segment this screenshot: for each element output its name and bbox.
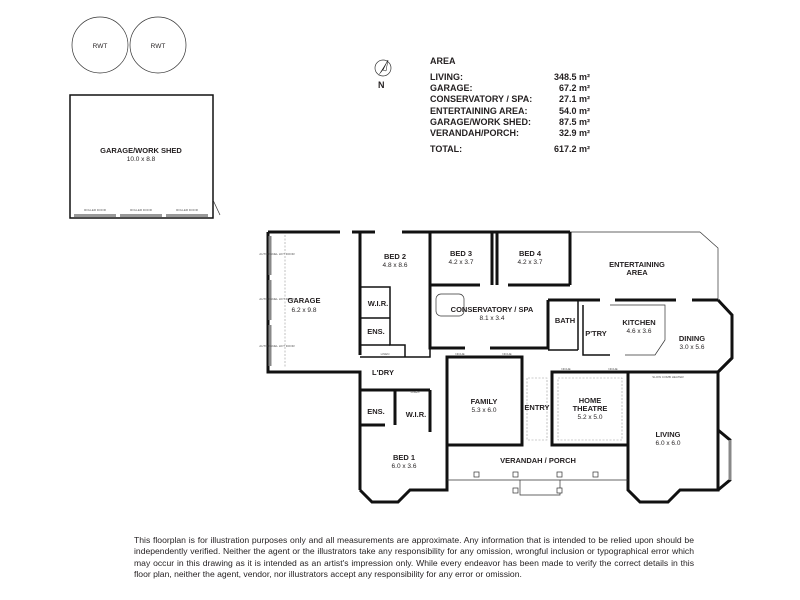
- door-label: AUTO PANEL LIFT DOOR: [259, 297, 295, 301]
- rainwater-tank: RWT: [71, 16, 129, 74]
- area-row: ENTERTAINING AREA: 54.0 m²: [430, 106, 590, 117]
- rainwater-tank: RWT: [129, 16, 187, 74]
- area-row: VERANDAH/PORCH: 32.9 m²: [430, 128, 590, 139]
- area-label: CONSERVATORY / SPA:: [430, 94, 533, 105]
- room-dims: 4.2 x 3.7: [449, 259, 474, 266]
- door-label: AUTO PANEL LIFT DOOR: [259, 344, 295, 348]
- area-label: GARAGE/WORK SHED:: [430, 116, 531, 127]
- door-label: ROLLER DOOR: [84, 208, 107, 212]
- area-total-row: TOTAL: 617.2 m²: [430, 144, 590, 155]
- room-home-theatre: HOME: [579, 396, 602, 405]
- room-dims: 8.1 x 3.4: [480, 315, 505, 322]
- area-value: 67.2 m²: [558, 83, 590, 94]
- linen-label: LINEN: [411, 390, 420, 394]
- room-dims: 4.6 x 3.6: [627, 328, 652, 335]
- tank-label: RWT: [151, 43, 166, 50]
- room-laundry: L'DRY: [372, 368, 394, 377]
- area-row: CONSERVATORY / SPA: 27.1 m²: [430, 94, 590, 105]
- room-dims: 6.2 x 9.8: [292, 307, 317, 314]
- room-dims: 5.2 x 5.0: [578, 414, 603, 421]
- room-dims: 5.3 x 6.0: [472, 407, 497, 414]
- area-value: 54.0 m²: [558, 105, 590, 116]
- room-living: LIVING: [655, 430, 680, 439]
- area-row: LIVING: 348.5 m²: [430, 72, 590, 83]
- area-row: GARAGE: 67.2 m²: [430, 83, 590, 94]
- room-home-theatre: THEATRE: [573, 404, 608, 413]
- room-conservatory: CONSERVATORY / SPA: [451, 305, 534, 314]
- room-bed2: BED 2: [384, 252, 406, 261]
- room-verandah: VERANDAH / PORCH: [500, 456, 576, 465]
- room-dims: 3.0 x 5.6: [680, 344, 705, 351]
- room-dims: 4.2 x 3.7: [518, 259, 543, 266]
- area-label: VERANDAH/PORCH:: [430, 127, 520, 138]
- house-walls: [266, 230, 734, 504]
- room-labels: GARAGE 6.2 x 9.8 BED 2 4.8 x 8.6 W.I.R. …: [288, 249, 706, 470]
- area-value: 27.1 m²: [558, 94, 590, 105]
- tank-label: RWT: [93, 43, 108, 50]
- room-name: GARAGE/WORK SHED: [100, 146, 182, 155]
- niche-label: NICHE: [608, 367, 617, 371]
- room-bath: BATH: [555, 316, 575, 325]
- area-total-value: 617.2 m²: [553, 144, 590, 155]
- room-entertaining: ENTERTAINING: [609, 260, 665, 269]
- room-dims: 4.8 x 8.6: [383, 262, 408, 269]
- room-dims: 10.0 x 8.8: [127, 156, 156, 163]
- area-value: 32.9 m²: [558, 127, 590, 138]
- room-family: FAMILY: [471, 397, 498, 406]
- north-arrow-icon: [374, 59, 392, 77]
- room-ensuite: ENS.: [367, 327, 385, 336]
- room-entertaining: AREA: [626, 268, 648, 277]
- room-pantry: P'TRY: [585, 329, 607, 338]
- door-label: ROLLER DOOR: [176, 208, 199, 212]
- room-entry: ENTRY: [524, 403, 549, 412]
- niche-label: NICHE: [455, 352, 464, 356]
- north-label: N: [378, 80, 385, 90]
- disclaimer: This floorplan is for illustration purpo…: [134, 535, 694, 579]
- area-value: 348.5 m²: [553, 72, 590, 82]
- room-bed3: BED 3: [450, 249, 472, 258]
- niche-label: NICHE: [502, 352, 511, 356]
- area-value: 87.5 m²: [558, 116, 590, 127]
- door-label: ROLLER DOOR: [130, 208, 153, 212]
- linen-label: LINEN: [381, 352, 390, 356]
- room-ensuite: ENS.: [367, 407, 385, 416]
- room-garage: GARAGE: [288, 296, 321, 305]
- door-label: AUTO PANEL LIFT DOOR: [259, 252, 295, 256]
- room-wir: W.I.R.: [368, 299, 388, 308]
- heater-label: SLOW COMB HEATER: [652, 375, 684, 379]
- room-dining: DINING: [679, 334, 705, 343]
- area-heading: AREA: [430, 56, 456, 66]
- area-row: GARAGE/WORK SHED: 87.5 m²: [430, 117, 590, 128]
- niche-label: NICHE: [561, 367, 570, 371]
- room-bed1: BED 1: [393, 453, 415, 462]
- room-dims: 6.0 x 3.6: [392, 463, 417, 470]
- area-label: LIVING:: [430, 72, 463, 82]
- area-table: AREA LIVING: 348.5 m² GARAGE: 67.2 m² CONS…: [430, 56, 590, 155]
- room-dims: 6.0 x 6.0: [656, 440, 681, 447]
- area-label: ENTERTAINING AREA:: [430, 105, 528, 116]
- area-label: GARAGE:: [430, 83, 473, 94]
- shed: ROLLER DOOR ROLLER DOOR ROLLER DOOR GARA…: [69, 94, 221, 219]
- area-total-label: TOTAL:: [430, 144, 463, 155]
- room-kitchen: KITCHEN: [622, 318, 655, 327]
- room-wir: W.I.R.: [406, 410, 426, 419]
- annotations: AUTO PANEL LIFT DOOR AUTO PANEL LIFT DOO…: [259, 252, 684, 394]
- room-bed4: BED 4: [519, 249, 542, 258]
